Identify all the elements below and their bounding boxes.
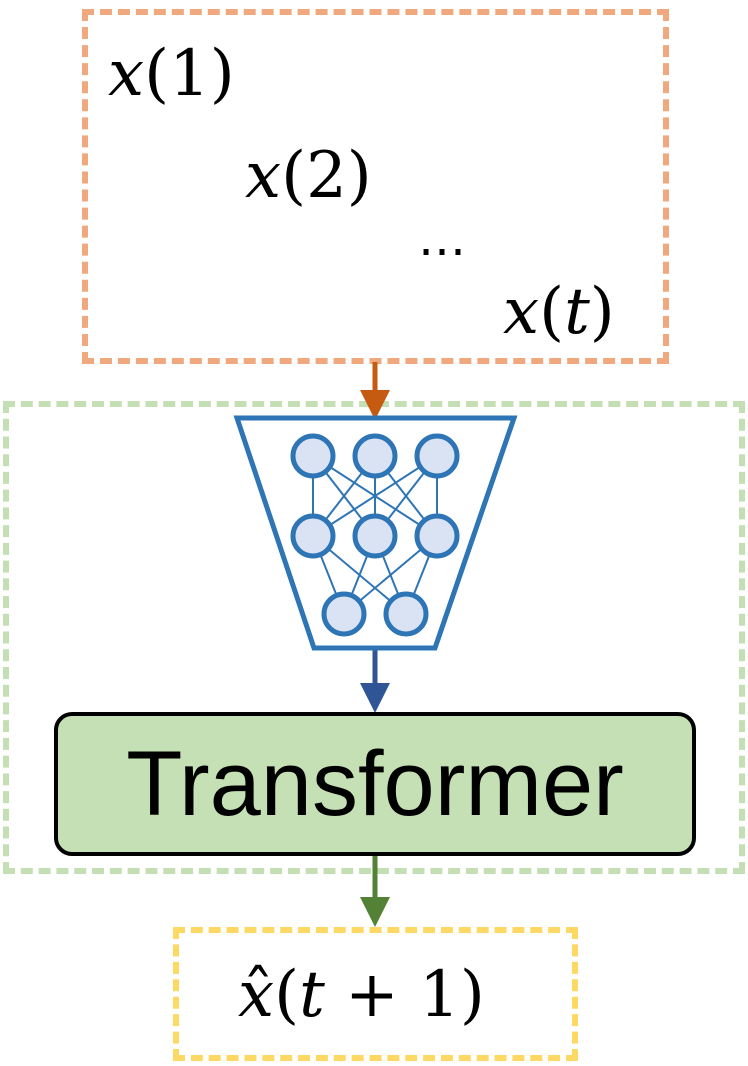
neural-network-nodes <box>290 433 460 637</box>
neuron-node <box>321 591 367 637</box>
input-sequence-box <box>82 9 669 364</box>
prediction-box <box>173 927 578 1061</box>
sequence-ellipsis: … <box>418 211 466 267</box>
neuron-node <box>352 513 398 559</box>
neuron-node <box>383 591 429 637</box>
nn-edge <box>312 455 438 537</box>
sequence-item-1: x(1) <box>108 37 235 111</box>
prediction-text: x̂(t + 1) <box>238 958 485 1032</box>
neuron-node <box>414 513 460 559</box>
sequence-item-t: x(t) <box>503 275 615 349</box>
neuron-node <box>290 513 336 559</box>
transformer-label: Transformer <box>126 732 624 835</box>
neuron-node <box>414 433 460 479</box>
neuron-node <box>290 433 336 479</box>
sequence-item-2: x(2) <box>245 139 372 213</box>
neuron-node <box>352 433 398 479</box>
transformer-block: Transformer <box>54 712 696 856</box>
prediction-label: x̂(t + 1) <box>238 963 485 1027</box>
